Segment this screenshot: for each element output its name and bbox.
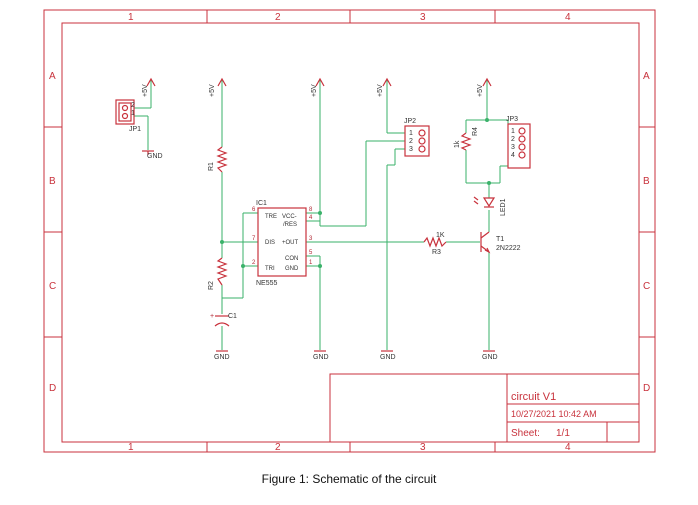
title-block: circuit V1 10/27/2021 10:42 AM Sheet: 1/… (329, 373, 640, 443)
t1-part-label: 2N2222 (496, 245, 521, 252)
ic-pin-name: CON (285, 256, 298, 262)
jp3-pin-label: 3 (511, 144, 515, 151)
resistor-r4: 1k R4 (454, 127, 479, 151)
row-label: C (643, 281, 650, 292)
ground-symbols: GND GND GND GND GND (142, 150, 498, 361)
supply-arrow-icon (382, 77, 392, 87)
led1-label: LED1 (500, 198, 507, 216)
supply-label: +5V (142, 84, 149, 97)
jp1-label: JP1 (129, 126, 141, 133)
ic1-part-label: NE555 (256, 280, 278, 287)
column-label: 2 (275, 12, 281, 23)
supply-label: +5V (209, 84, 216, 97)
column-label: 1 (128, 442, 134, 453)
schematic: 1 2 3 4 1 2 3 4 A B C D A B C D circuit … (43, 9, 656, 453)
ic-pin-number: 4 (309, 215, 313, 221)
ic-pin-number: 2 (252, 260, 256, 266)
column-label: 2 (275, 442, 281, 453)
ic-pin-number: 7 (252, 236, 256, 242)
jp2-label: JP2 (404, 118, 416, 125)
led-led1: LED1 (473, 196, 507, 216)
jp2-pin-label: 2 (409, 138, 413, 145)
ic1-label: IC1 (256, 200, 267, 207)
wires (134, 80, 509, 350)
supply-arrow-icon (482, 77, 492, 87)
jp1-pin-label: 1 (131, 110, 135, 117)
supply-arrow-icon (146, 77, 156, 87)
r3-value: 1K (436, 232, 445, 239)
supply-arrow-icon (217, 77, 227, 87)
row-label: C (49, 281, 56, 292)
resistor-r3: 1K R3 (423, 232, 447, 256)
jp3-pin-label: 1 (511, 128, 515, 135)
row-label: D (49, 383, 56, 394)
drawing-frame: 1 2 3 4 1 2 3 4 A B C D A B C D (43, 9, 656, 453)
ic-pin-number: 3 (309, 236, 313, 242)
connector-jp3: 1 2 3 4 JP3 (506, 116, 531, 169)
t1-label: T1 (496, 236, 504, 243)
c1-label: C1 (228, 313, 237, 320)
resistor-r2: R2 (208, 257, 228, 290)
column-label: 4 (565, 12, 571, 23)
ground-label: GND (147, 153, 163, 160)
row-label: A (49, 71, 56, 82)
ic-pin-name: DIS (265, 240, 275, 246)
supply-label: +5V (377, 84, 384, 97)
date-text: 10/27/2021 10:42 AM (511, 409, 597, 419)
ic-pin-name: /RES (283, 222, 297, 228)
c1-plus-icon: + (210, 313, 214, 320)
ground-label: GND (214, 354, 230, 361)
ic-pin-number: 8 (309, 207, 313, 213)
jp2-pin-label: 1 (409, 130, 413, 137)
jp3-label: JP3 (506, 116, 518, 123)
ground-label: GND (482, 354, 498, 361)
supply-symbols: +5V +5V +5V +5V +5V (142, 77, 492, 97)
ic-ne555: IC1 NE555 TRE VCC- /RES DIS +OUT CON TRI… (252, 200, 313, 287)
figure-caption: Figure 1: Schematic of the circuit (261, 472, 437, 486)
column-label: 1 (128, 12, 134, 23)
row-label: B (643, 176, 650, 187)
title-text: circuit V1 (511, 391, 556, 403)
row-label: A (643, 71, 650, 82)
ic-pin-name: GND (285, 266, 299, 272)
r4-label: R4 (472, 127, 479, 136)
connector-jp1: 2 1 JP1 (115, 99, 141, 133)
row-label: D (643, 383, 650, 394)
ic-pin-name: TRE (265, 214, 277, 220)
capacitor-c1: + C1 (210, 313, 237, 327)
ic-pin-number: 5 (309, 250, 313, 256)
ic-pin-number: 1 (309, 260, 313, 266)
column-label: 4 (565, 442, 571, 453)
r1-label: R1 (208, 162, 215, 171)
connector-jp2: 1 2 3 JP2 (404, 118, 430, 157)
ic-pin-name: +OUT (282, 240, 299, 246)
junctions (220, 118, 491, 268)
supply-arrow-icon (315, 77, 325, 87)
jp3-pin-label: 2 (511, 136, 515, 143)
r3-label: R3 (432, 249, 441, 256)
column-label: 3 (420, 442, 426, 453)
supply-label: +5V (311, 84, 318, 97)
ic-pin-name: VCC- (282, 214, 297, 220)
jp3-pin-label: 4 (511, 152, 515, 159)
sheet-value: 1/1 (556, 428, 570, 439)
ground-icon (142, 150, 154, 155)
ground-label: GND (380, 354, 396, 361)
transistor-t1: T1 2N2222 (480, 231, 521, 254)
sheet-label: Sheet: (511, 428, 540, 439)
resistor-r1: R1 (208, 146, 228, 173)
supply-label: +5V (477, 84, 484, 97)
row-label: B (49, 176, 56, 187)
ic-pin-name: TRI (265, 266, 275, 272)
column-label: 3 (420, 12, 426, 23)
ground-label: GND (313, 354, 329, 361)
jp2-pin-label: 3 (409, 146, 413, 153)
r4-value: 1k (454, 140, 461, 148)
jp1-pin-label: 2 (131, 102, 135, 109)
r2-label: R2 (208, 281, 215, 290)
ic-pin-number: 6 (252, 207, 256, 213)
